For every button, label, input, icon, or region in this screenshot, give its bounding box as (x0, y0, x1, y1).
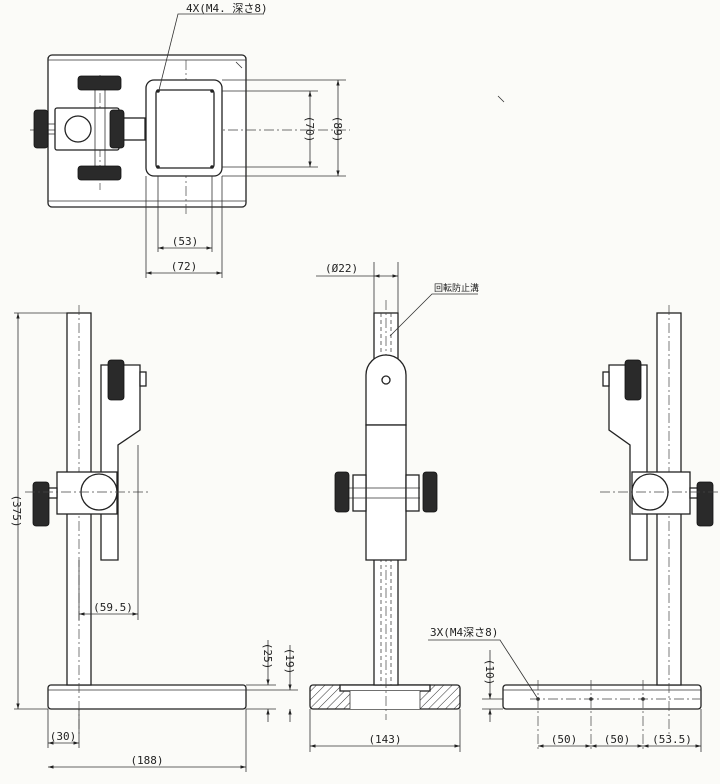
knob-icon (33, 109, 49, 149)
groove-leader (389, 293, 478, 337)
tapped-holes-note: 4X(M4. 深さ8) (186, 2, 268, 15)
base-holes-note: 3X(M4深さ8) (430, 626, 498, 639)
dim-50-a: (50) (551, 733, 578, 746)
dim-89: (89) (331, 116, 344, 143)
dim-50-b: (50) (604, 733, 631, 746)
dim-19: (19) (283, 648, 296, 675)
dim-70: (70) (303, 116, 316, 143)
top-view-column (64, 115, 92, 143)
anti-rotation-groove-note: 回転防止溝 (434, 282, 479, 294)
front-view-arm (365, 354, 407, 426)
dim-143: (143) (368, 733, 401, 746)
knob-icon (32, 481, 50, 527)
dim-72: (72) (171, 260, 198, 273)
dim-30: (30) (50, 730, 77, 743)
knob-icon (334, 471, 350, 513)
dim-diameter-22: (Ø22) (325, 262, 358, 275)
knob-icon (109, 109, 125, 149)
knob-icon (77, 75, 122, 91)
tapped-holes-leader (158, 13, 264, 91)
tapped-hole (210, 89, 214, 93)
knob-icon (624, 359, 642, 401)
tapped-hole (156, 165, 160, 169)
dim-10: (10) (483, 659, 496, 686)
dim-188: (188) (130, 754, 163, 767)
dim-53: (53) (172, 235, 199, 248)
right-view-base (502, 684, 702, 710)
tapped-hole (210, 165, 214, 169)
front-view-holder (365, 424, 407, 561)
knob-icon (107, 359, 125, 401)
knob-icon (77, 165, 122, 181)
dim-59-5: (59.5) (93, 601, 133, 614)
left-side-view: (375) (59.5) (30) (188) (25) (19) (10, 305, 298, 772)
base-holes-leader (428, 639, 539, 700)
dim-375: (375) (10, 494, 23, 527)
dim-53-5: (53.5) (652, 733, 692, 746)
knob-icon (696, 481, 714, 527)
front-view: (Ø22) 回転防止溝 (143) (309, 262, 479, 752)
dim-25: (25) (261, 643, 274, 670)
left-view-base (47, 684, 247, 710)
tapped-hole (156, 89, 160, 93)
top-view: 4X(M4. 深さ8) (70) (89) (53) (72) (30, 2, 505, 278)
knob-icon (422, 471, 438, 513)
right-side-view: 3X(M4深さ8) (10) (50) (50) (53.5) (428, 305, 718, 752)
